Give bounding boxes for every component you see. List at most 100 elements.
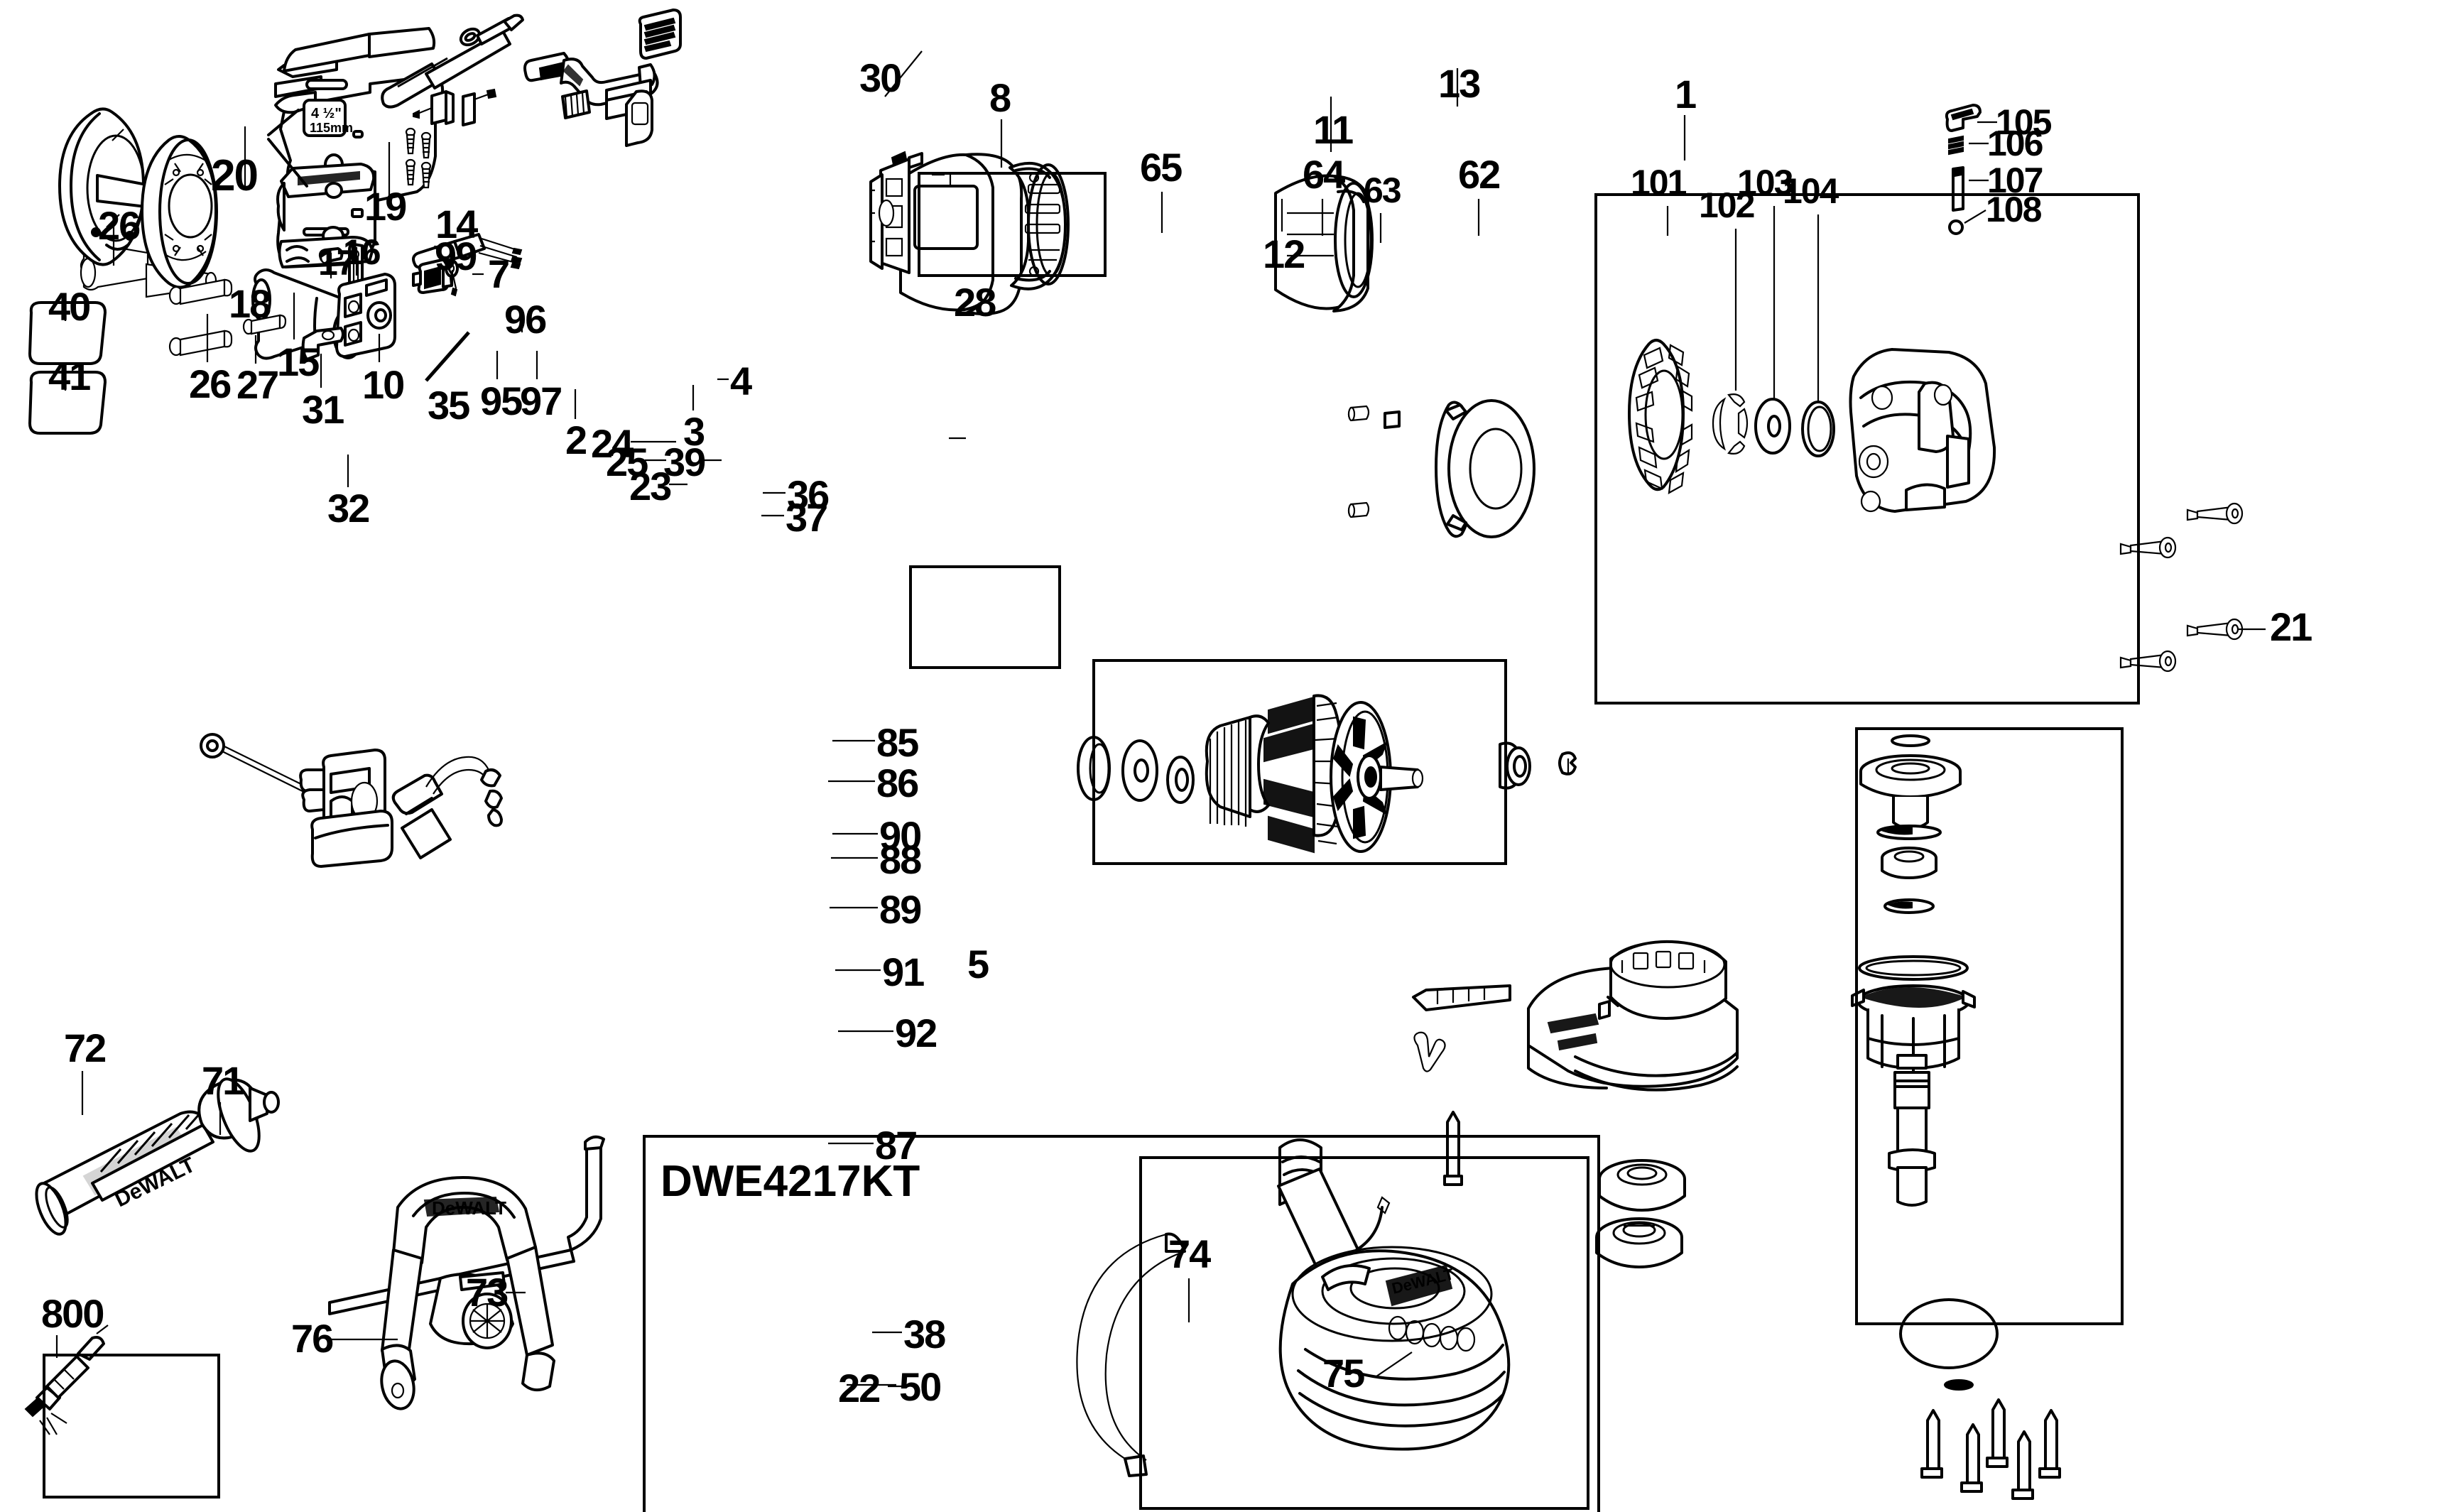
callout-1: 1 — [1675, 72, 1697, 116]
part-75-dust-shroud: DeWALT — [1277, 1138, 1511, 1451]
callout-25: 25 — [606, 440, 648, 484]
callout-88: 88 — [879, 837, 922, 882]
callout-38: 38 — [903, 1312, 946, 1356]
callout-104: 104 — [1783, 171, 1839, 211]
callout-24: 24 — [591, 421, 634, 466]
part-87-spindle — [1888, 1054, 1936, 1207]
part-39-guard — [1527, 940, 1739, 1092]
callout-76: 76 — [291, 1316, 334, 1361]
callout-101: 101 — [1631, 163, 1687, 202]
callout-41: 41 — [48, 354, 91, 398]
callout-26b: 26 — [189, 361, 232, 406]
callout-40: 40 — [48, 284, 91, 329]
group-box-8 — [918, 172, 1107, 277]
callout-13: 13 — [1438, 61, 1481, 106]
part-14-cord — [412, 233, 523, 270]
callout-8: 8 — [989, 75, 1011, 120]
part-106 — [1948, 135, 1964, 156]
callout-95: 95 — [480, 379, 523, 423]
callout-20: 20 — [211, 151, 259, 200]
part-74-seal-brush — [1076, 1232, 1186, 1477]
part-23-screw — [1443, 1111, 1463, 1186]
part-108-ball — [1948, 219, 1964, 235]
part-101-fan — [1628, 339, 1693, 494]
callout-19: 19 — [364, 184, 407, 229]
callout-12: 12 — [1263, 232, 1305, 276]
part-4-clip — [1558, 751, 1577, 776]
callout-17: 17 — [318, 243, 357, 283]
callout-35: 35 — [428, 383, 470, 428]
callout-108: 108 — [1986, 190, 2042, 229]
callout-89: 89 — [879, 887, 922, 932]
group-box-1 — [1594, 193, 2140, 705]
callout-106: 106 — [1987, 124, 2043, 163]
part-24-strip — [1412, 984, 1511, 1011]
part-35-brush-holder — [391, 756, 503, 859]
part-103-washer — [1754, 398, 1791, 455]
part-97-washer — [1166, 756, 1195, 804]
part-99-switch — [412, 259, 459, 297]
part-37-outer-flange — [1595, 1217, 1683, 1268]
kit-title: DWE4217KT — [661, 1157, 920, 1206]
callout-99: 99 — [435, 234, 477, 278]
part-102-retaining-ring — [1712, 393, 1749, 455]
callout-97: 97 — [520, 379, 562, 423]
part-27-screw — [242, 314, 287, 335]
part-8-brushes — [413, 88, 497, 126]
part-65-motor-housing — [899, 153, 1070, 315]
callout-10: 10 — [362, 362, 405, 407]
callout-3: 3 — [683, 409, 705, 454]
part-2-armature — [1205, 694, 1424, 854]
part-63-pins — [1347, 405, 1401, 518]
callout-90: 90 — [879, 813, 922, 858]
part-front-bracket — [869, 151, 923, 274]
part-50-key — [1944, 1379, 1974, 1391]
callout-91: 91 — [882, 950, 925, 994]
part-26-screws-center — [168, 278, 233, 357]
svg-text:DeWALT: DeWALT — [432, 1197, 506, 1219]
part-28-screws — [405, 127, 432, 189]
group-box-kit — [643, 1135, 1600, 1512]
callout-32: 32 — [327, 486, 370, 531]
callout-27: 27 — [237, 362, 279, 407]
callout-22: 22 — [838, 1366, 881, 1410]
part-107-pin — [1952, 166, 1964, 212]
svg-text:4 ½": 4 ½" — [311, 106, 342, 121]
part-20 — [58, 107, 164, 266]
callout-16: 16 — [343, 232, 381, 272]
part-25-clip — [1413, 1031, 1446, 1072]
callout-65: 65 — [1140, 145, 1183, 190]
callout-87: 87 — [875, 1123, 918, 1168]
part-41-cover — [28, 371, 107, 435]
part-10-switch-block — [335, 273, 396, 358]
part-40-cover — [28, 301, 107, 365]
part-21-screws — [2119, 502, 2244, 673]
group-box-73 — [1139, 1156, 1589, 1510]
callout-85: 85 — [876, 720, 919, 765]
callout-39: 39 — [663, 440, 706, 484]
part-36-inner-flange — [1598, 1159, 1686, 1212]
part-30-wrench — [381, 13, 524, 109]
callout-5: 5 — [967, 942, 989, 986]
part-38-gasket — [1899, 1298, 1999, 1369]
callout-11: 11 — [1313, 107, 1354, 152]
svg-text:115mm: 115mm — [310, 121, 353, 135]
callout-31: 31 — [302, 387, 344, 432]
callout-2: 2 — [565, 418, 587, 462]
callout-72: 72 — [64, 1026, 107, 1070]
callout-107: 107 — [1987, 161, 2043, 200]
callout-64: 64 — [1303, 152, 1345, 197]
part-31-bracket — [301, 327, 344, 361]
callout-26: 26 — [98, 203, 141, 248]
callout-18: 18 — [229, 281, 271, 326]
callout-21: 21 — [2270, 604, 2312, 649]
part-88-spacer — [1881, 847, 1937, 879]
callout-63: 63 — [1364, 170, 1402, 210]
callout-102: 102 — [1699, 185, 1755, 225]
part-19-ring — [141, 135, 218, 289]
part-22-screws — [1920, 1398, 2061, 1500]
callout-800: 800 — [41, 1291, 104, 1336]
part-32-switch-assembly — [200, 733, 393, 868]
part-62-end-cap — [1435, 399, 1535, 538]
